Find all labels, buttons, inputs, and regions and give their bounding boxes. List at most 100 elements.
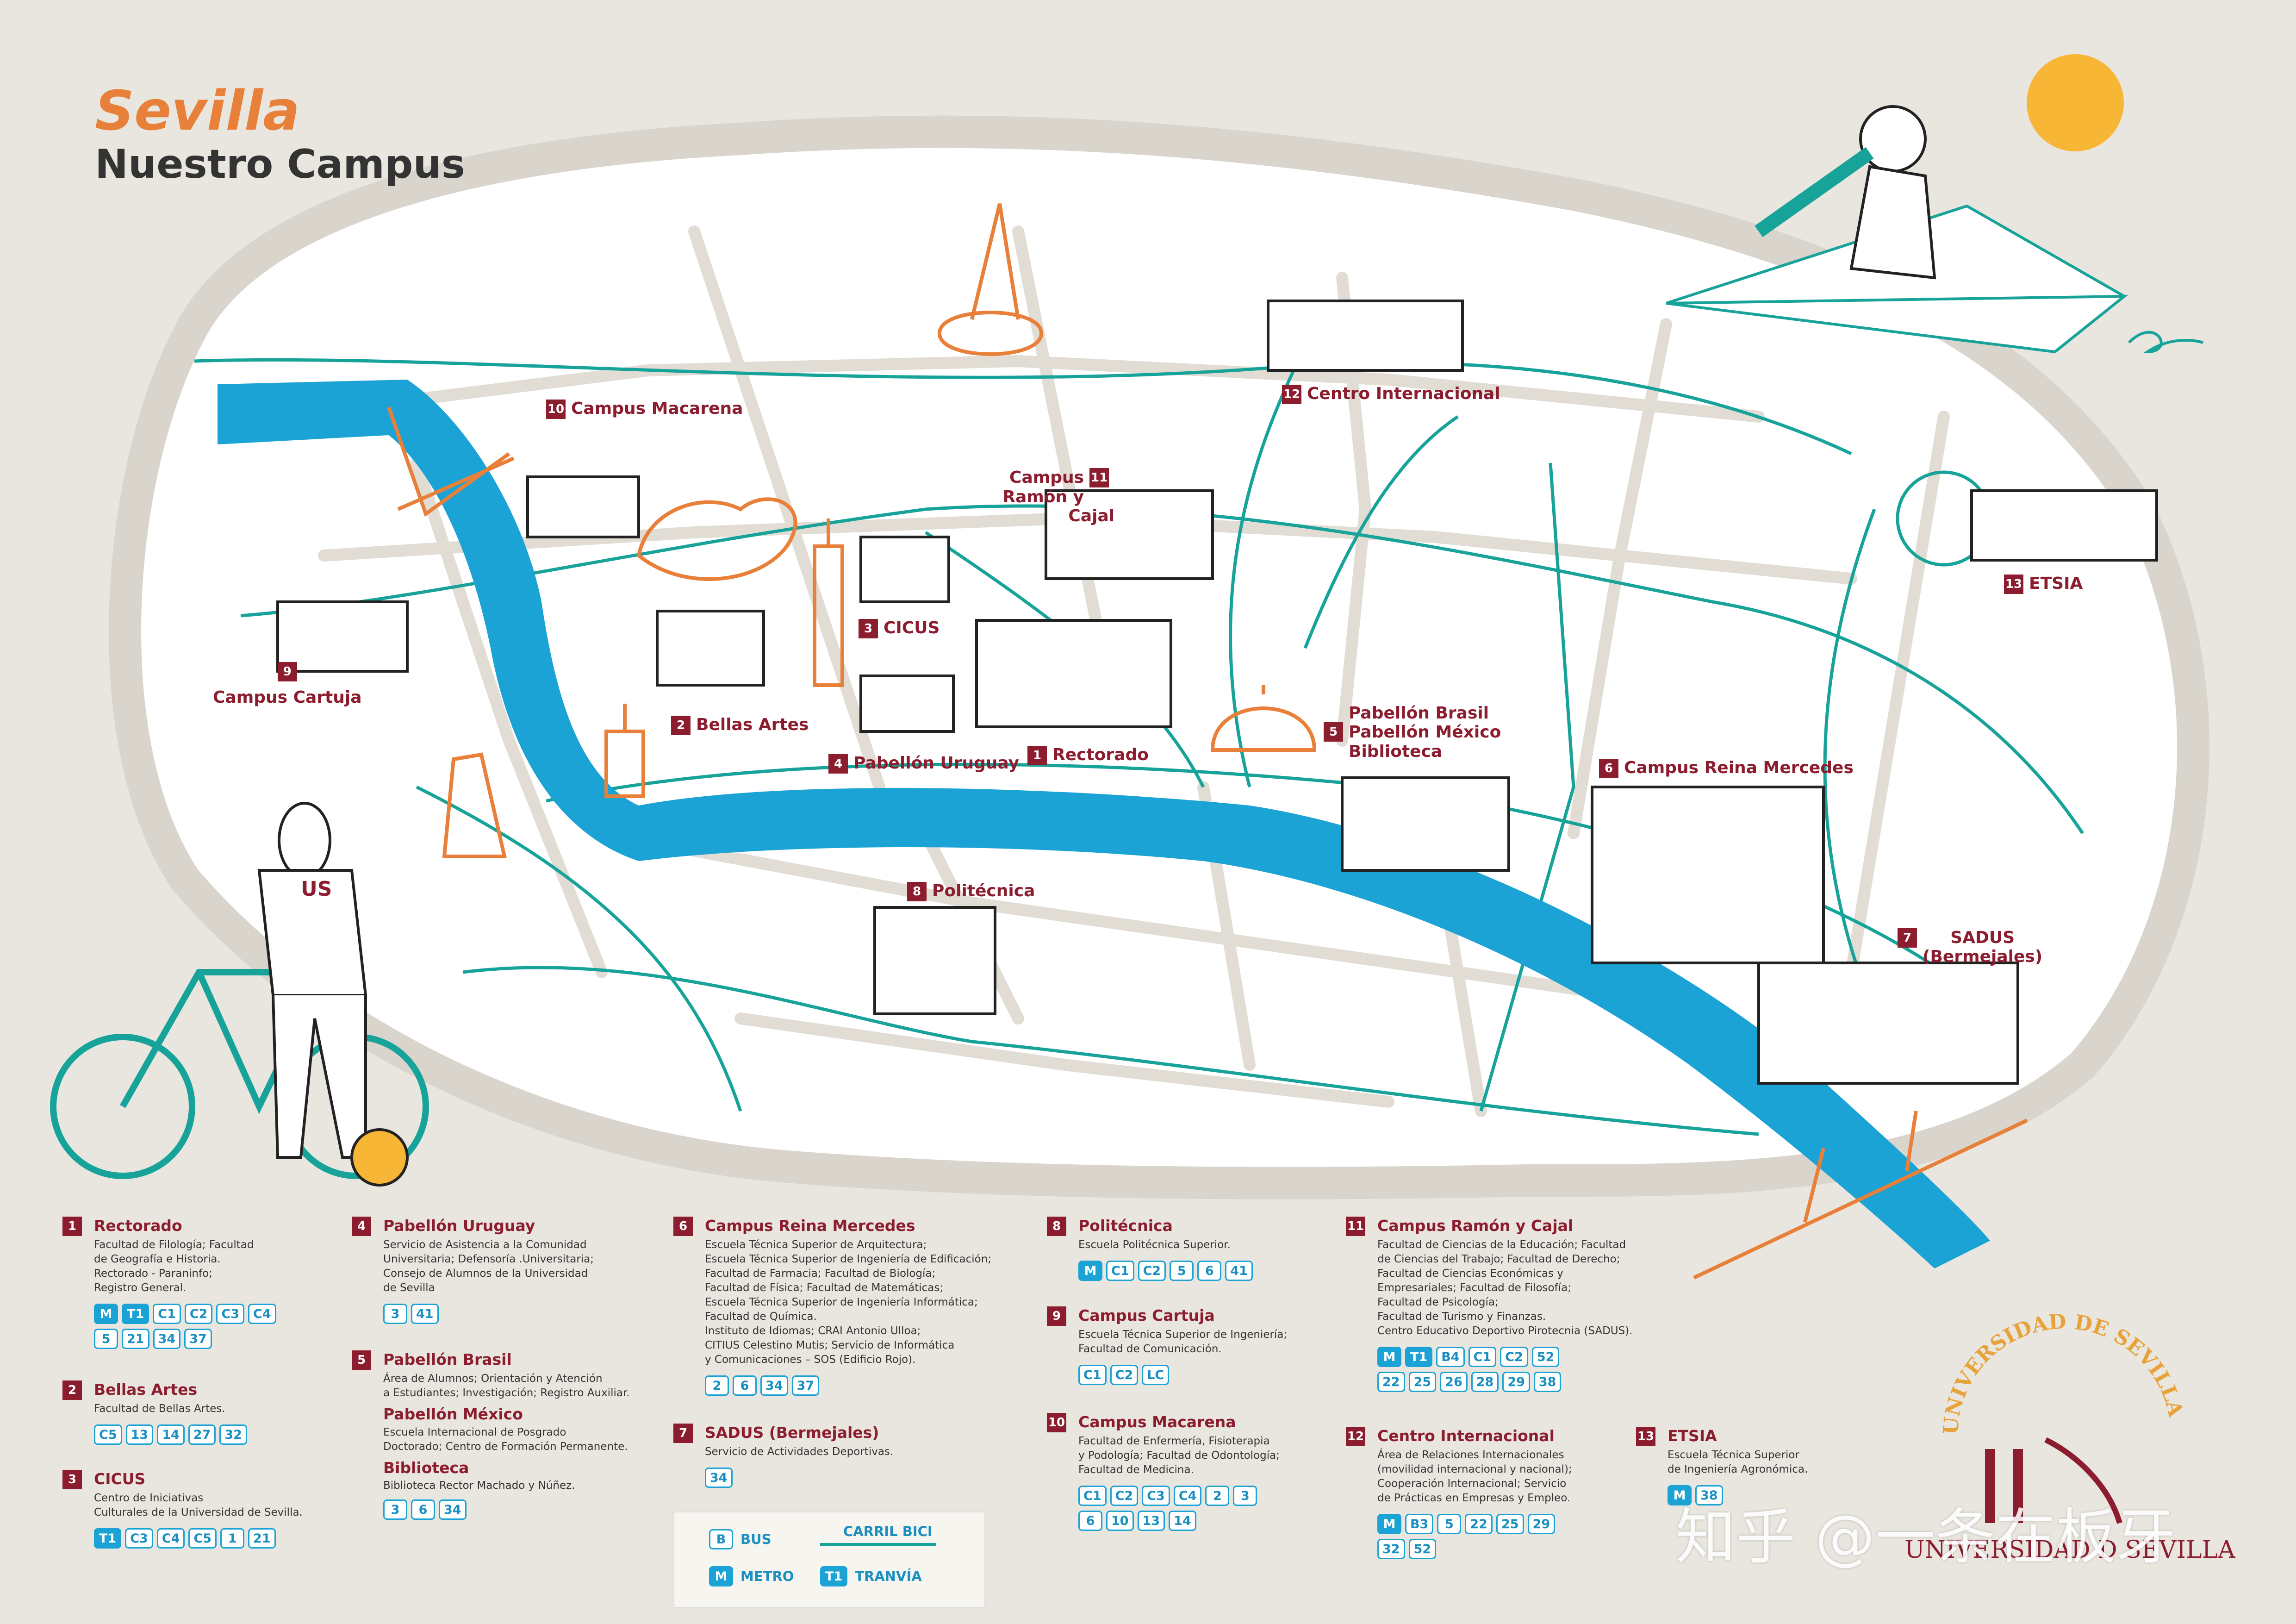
bus-badge: 32 xyxy=(1377,1539,1405,1560)
bus-badge: 13 xyxy=(1137,1511,1165,1531)
metro-badge: M xyxy=(709,1566,733,1587)
metropol-parasol-icon xyxy=(636,497,797,581)
page-subtitle: Nuestro Campus xyxy=(95,141,465,187)
map-label-name: Bellas Artes xyxy=(696,715,809,734)
alamillo-bridge-icon xyxy=(387,406,515,517)
legend-number: 12 xyxy=(1346,1427,1365,1446)
bus-badge: C2 xyxy=(1500,1347,1528,1368)
plaza-espana-icon xyxy=(1210,685,1317,752)
bus-badge: C5 xyxy=(94,1424,122,1445)
bus-badge: 1 xyxy=(220,1528,245,1549)
legend-description: Facultad de Ciencias de la Educación; Fa… xyxy=(1377,1239,1633,1337)
legend-name: Campus Cartuja xyxy=(1078,1306,1215,1324)
map-label-number: 11 xyxy=(1089,468,1109,488)
legend-name: Politécnica xyxy=(1078,1217,1173,1235)
building-ramon-y-cajal-icon xyxy=(1045,489,1214,580)
metro-badge: M xyxy=(1078,1261,1102,1281)
bus-badge: C2 xyxy=(1138,1261,1166,1281)
bus-badge: 41 xyxy=(1225,1261,1253,1281)
map-label-number: 13 xyxy=(2004,575,2023,594)
bus-badge: 34 xyxy=(760,1375,788,1396)
bus-badge: C1 xyxy=(1078,1365,1107,1386)
key-bike-label: CARRIL BICI xyxy=(843,1524,933,1539)
bus-badge: C2 xyxy=(1110,1486,1139,1506)
sun-icon xyxy=(2027,54,2124,151)
bus-badge: C3 xyxy=(216,1304,245,1324)
bus-badge: 28 xyxy=(1471,1372,1499,1393)
legend-description: Facultad de Enfermería, Fisioterapia y P… xyxy=(1078,1435,1280,1476)
map-label-sadus[interactable]: 7 SADUS (Bermejales) xyxy=(1898,928,2042,967)
building-cicus-icon xyxy=(859,536,950,603)
tower-icon xyxy=(442,752,507,858)
building-pabellon-brasil-icon xyxy=(1341,776,1510,872)
map-label-number: 3 xyxy=(859,619,878,638)
transport-badges: 2 6 34 37 xyxy=(705,1375,904,1396)
legend-subentry-name: Biblioteca xyxy=(383,1458,469,1477)
page-title-city: Sevilla xyxy=(95,79,300,143)
metro-badge: M xyxy=(1668,1485,1692,1506)
map-label-name: CICUS xyxy=(884,618,940,637)
bus-badge: 6 xyxy=(1197,1261,1222,1281)
bus-badge: C1 xyxy=(153,1304,181,1324)
giralda-tower-icon xyxy=(813,518,844,687)
bus-badge: 21 xyxy=(122,1329,149,1349)
bus-badge: 5 xyxy=(1437,1514,1462,1535)
building-etsia-icon xyxy=(1970,489,2158,562)
bus-badge: 29 xyxy=(1527,1514,1556,1535)
transport-badges: C1 C2 LC xyxy=(1078,1365,1277,1386)
bus-badge: C4 xyxy=(156,1528,185,1549)
person-with-telescope-icon xyxy=(1755,105,1936,280)
building-rectorado-icon xyxy=(975,619,1172,728)
map-label-number: 1 xyxy=(1027,746,1047,765)
bus-badge: 34 xyxy=(439,1499,467,1520)
transport-badges: M B3 5 22 25 29 32 52 xyxy=(1377,1514,1576,1560)
transport-badges: 34 xyxy=(705,1468,904,1488)
map-label-name: Campus Reina Mercedes xyxy=(1624,758,1854,777)
map-label-cicus[interactable]: 3 CICUS xyxy=(859,618,940,638)
map-label-name: SADUS (Bermejales) xyxy=(1923,928,2043,967)
legend-number: 13 xyxy=(1636,1427,1655,1446)
paper-plane-icon xyxy=(1666,204,2128,354)
bus-badge: C4 xyxy=(1173,1486,1202,1506)
bus-badge: B4 xyxy=(1436,1347,1465,1368)
bus-badge: C1 xyxy=(1106,1261,1134,1281)
key-tram-label: TRANVÍA xyxy=(855,1568,922,1584)
legend-number: 5 xyxy=(352,1350,371,1370)
legend-name: Rectorado xyxy=(94,1217,182,1235)
building-reina-mercedes-icon xyxy=(1591,786,1825,964)
university-logo-text: UNIVERSIDAD D SEVILLA xyxy=(1904,1536,2235,1564)
transport-badges: M T1 C1 C2 C3 C4 5 21 34 37 xyxy=(94,1304,293,1349)
map-label-number: 7 xyxy=(1898,928,1917,948)
bus-badge: 14 xyxy=(157,1424,185,1445)
legend-name: CICUS xyxy=(94,1470,146,1488)
bus-badge: C2 xyxy=(184,1304,213,1324)
legend-subentry-biblioteca: Biblioteca Biblioteca Rector Machado y N… xyxy=(383,1459,639,1493)
river-guadalquivir xyxy=(218,380,1990,1268)
bus-badge: 25 xyxy=(1496,1514,1524,1535)
bus-badge: C1 xyxy=(1078,1486,1107,1506)
legend-description: Escuela Politécnica Superior. xyxy=(1078,1239,1231,1251)
bus-badge: 34 xyxy=(705,1468,733,1488)
map-label-name: Pabellón Uruguay xyxy=(853,754,1020,773)
transport-badges: T1 C3 C4 C5 1 21 xyxy=(94,1528,293,1549)
legend-description: Servicio de Asistencia a la Comunidad Un… xyxy=(383,1239,594,1294)
legend-subentry-name: Pabellón México xyxy=(383,1405,523,1424)
bus-badge: 2 xyxy=(1205,1486,1230,1506)
